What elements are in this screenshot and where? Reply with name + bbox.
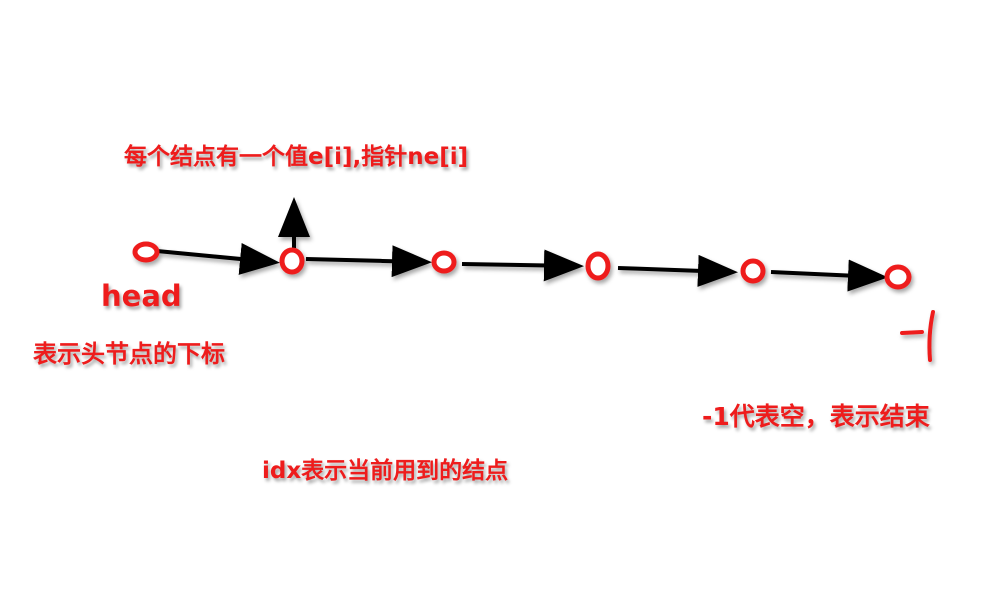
head-label: head — [101, 279, 182, 313]
node-4 — [740, 258, 766, 284]
node-3 — [585, 251, 611, 281]
end-description-label: -1代表空，表示结束 — [702, 402, 930, 431]
null-marker-handwritten — [900, 310, 935, 362]
node-2 — [431, 250, 457, 274]
pointer-arrow-4 — [617, 254, 738, 287]
idx-description-label: idx表示当前用到的结点 — [262, 458, 509, 484]
node-5 — [884, 264, 912, 290]
pointer-arrow-3 — [461, 249, 584, 282]
node-description-label: 每个结点有一个值e[i],指针ne[i] — [124, 144, 469, 170]
head-description-label: 表示头节点的下标 — [33, 340, 225, 368]
pointer-arrow-2 — [305, 245, 432, 278]
node-1 — [279, 247, 305, 275]
pointer-arrow-5 — [770, 259, 888, 292]
head-node — [132, 241, 160, 263]
pointer-arrow-1 — [156, 243, 280, 275]
